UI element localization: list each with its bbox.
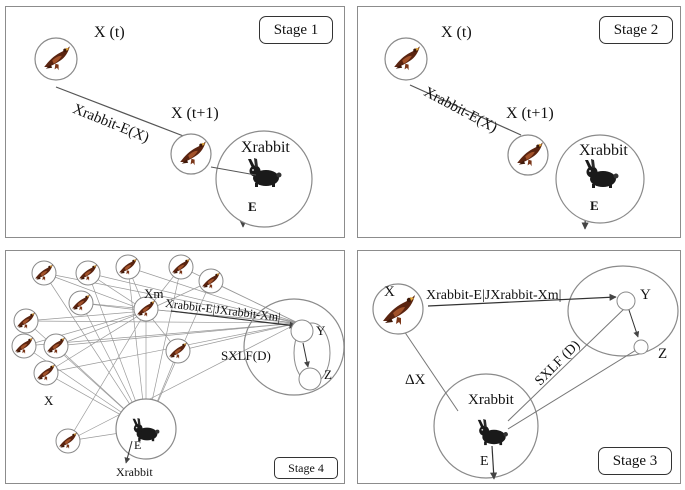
- swarm-connection-line: [43, 272, 147, 430]
- e-label: E: [480, 454, 489, 469]
- rabbit-to-z-line: [507, 346, 642, 430]
- prey-region: [243, 298, 344, 396]
- swarm-connection-line: [87, 272, 299, 324]
- prey-label: Xrabbit: [116, 465, 153, 479]
- swarm-connection-line: [177, 322, 299, 352]
- stage-4-diagram: [11, 254, 344, 464]
- y-to-z-arrow: [302, 342, 310, 368]
- stage-title: Stage 4: [274, 457, 338, 479]
- z-node: [298, 367, 322, 391]
- e-arrow: [490, 445, 498, 480]
- xm-to-y-arrow: [170, 310, 297, 329]
- prey-label: Xrabbit: [468, 392, 514, 408]
- hawk-to-rabbit-line: [210, 166, 257, 176]
- stage-2-diagram: [384, 37, 645, 230]
- prey-region: [567, 265, 679, 357]
- z-label: Z: [324, 367, 332, 382]
- e-label: E: [590, 198, 599, 213]
- delta-x-label: ΔX: [405, 372, 426, 388]
- y-label: Y: [316, 323, 326, 338]
- prey-label: Xrabbit: [579, 142, 628, 159]
- x-t1-label: X (t+1): [506, 105, 554, 122]
- edge-label: Xrabbit-E|JXrabbit-Xm|: [426, 288, 562, 303]
- stage-1-panel: Stage 1 X (t) X (t+1) Xrabbit-E(X) Xrabb…: [5, 6, 345, 238]
- x-to-y-arrow: [427, 293, 617, 307]
- stage-title: Stage 1: [259, 16, 333, 44]
- y-label: Y: [640, 287, 651, 303]
- stage-title: Stage 3: [598, 447, 672, 475]
- hawk-swarm: [11, 254, 224, 454]
- swarm-connection-line: [23, 322, 299, 347]
- y-to-z-arrow: [628, 309, 640, 338]
- x-label: X: [384, 284, 395, 300]
- edge-xt-to-xt1: [409, 84, 522, 136]
- swarm-connection-line: [45, 310, 147, 374]
- rabbit-to-y-line: [507, 306, 627, 422]
- swarm-connection-line: [210, 280, 299, 324]
- delta-x-line: [403, 330, 459, 412]
- sxlf-label: SXLF(D): [221, 348, 271, 363]
- x-t-label: X (t): [94, 24, 125, 41]
- stage-4-panel: Stage 4 Xm Xrabbit-E|JXrabbit-Xm| Y Z SX…: [5, 250, 345, 484]
- y-node: [616, 291, 636, 311]
- edge-xt-to-xt1: [55, 86, 187, 138]
- y-node: [290, 319, 314, 343]
- xm-label: Xm: [144, 286, 164, 301]
- x-t1-label: X (t+1): [171, 105, 219, 122]
- stage-3-diagram: [372, 265, 679, 480]
- stage-title: Stage 2: [599, 16, 673, 44]
- z-node: [633, 339, 649, 355]
- prey-label: Xrabbit: [241, 139, 290, 156]
- swarm-connection-line: [127, 266, 299, 324]
- swarm-connection-line: [55, 310, 147, 347]
- swarm-connection-line: [25, 310, 147, 322]
- e-arrow: [124, 440, 133, 464]
- x-t-label: X (t): [441, 24, 472, 41]
- swarm-connection-line: [25, 320, 299, 324]
- swarm-connection-line: [67, 322, 299, 442]
- stage-1-diagram: [34, 37, 313, 228]
- x-label: X: [44, 393, 54, 408]
- stage-3-panel: Stage 3 X Xrabbit-E|JXrabbit-Xm| Y Z SXL…: [357, 250, 681, 484]
- swarm-connection-line: [67, 310, 147, 442]
- e-label: E: [134, 438, 142, 452]
- e-label: E: [248, 199, 257, 214]
- swarm-connection-line: [23, 310, 147, 347]
- z-label: Z: [658, 346, 668, 362]
- stage-2-panel: Stage 2 X (t) X (t+1) Xrabbit-E(X) Xrabb…: [357, 6, 681, 238]
